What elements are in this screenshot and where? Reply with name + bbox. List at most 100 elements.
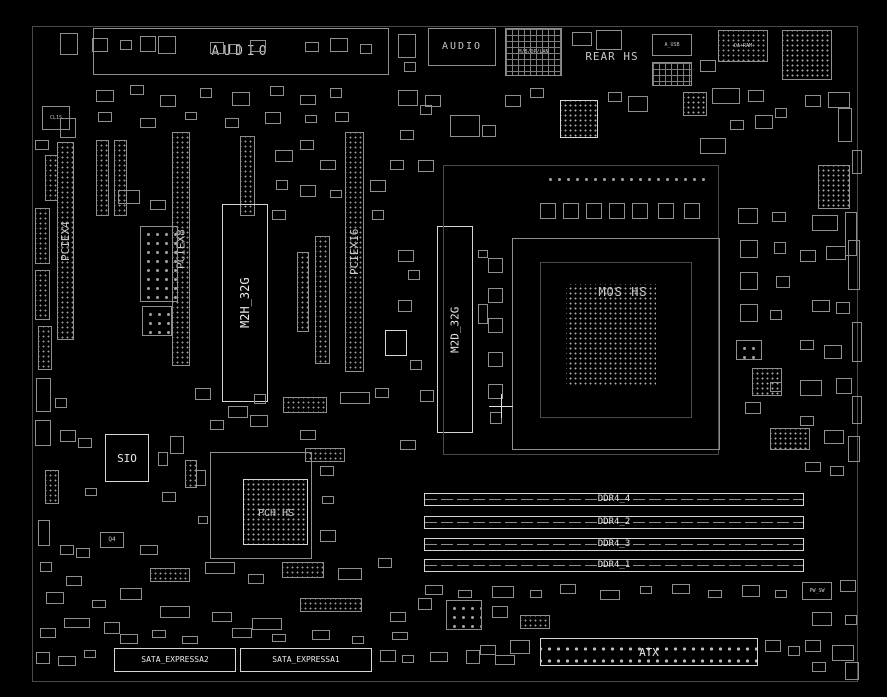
component-box	[340, 392, 370, 404]
pciex16-slot: PCIEX16	[345, 132, 364, 372]
component-box	[152, 630, 166, 638]
component-box	[398, 90, 418, 106]
sata-expressa2-label: SATA_EXPRESSA2	[141, 655, 209, 664]
component-box	[84, 650, 96, 658]
header-col-1	[240, 136, 255, 216]
component-box	[210, 420, 224, 430]
component-box	[162, 492, 176, 502]
component-box	[400, 440, 416, 450]
dimm-slot-ddr4-4-label: DDR4_4	[597, 494, 631, 504]
component-box	[212, 612, 232, 622]
cap-grid-1	[140, 226, 178, 302]
da-ram-connector-label: DA+RAM	[733, 42, 753, 49]
component-box	[845, 662, 859, 680]
top-right-bga	[782, 30, 832, 80]
component-box	[800, 250, 816, 262]
component-box	[182, 636, 198, 644]
component-box	[60, 545, 74, 555]
component-box	[776, 276, 790, 288]
component-box	[92, 600, 106, 608]
component-box	[228, 406, 248, 418]
component-box	[800, 416, 814, 426]
component-box	[775, 590, 787, 598]
component-box	[840, 580, 856, 592]
component-box	[775, 108, 787, 118]
component-box	[845, 615, 857, 625]
component-box	[404, 62, 416, 72]
mosfet	[658, 203, 674, 219]
component-box	[390, 160, 404, 170]
component-box	[398, 250, 414, 262]
component-box	[232, 92, 250, 106]
component-box	[478, 304, 488, 324]
component-box	[600, 590, 620, 600]
rear-hs-label: REAR HS	[560, 48, 664, 64]
component-box	[430, 652, 448, 662]
m2d-slot: M2D_32G	[437, 226, 473, 433]
component-box	[812, 662, 826, 672]
component-box	[410, 360, 422, 370]
component-box	[708, 590, 722, 598]
fan-header-1	[96, 140, 109, 216]
component-box	[36, 652, 50, 664]
rear-hs-label-label: REAR HS	[585, 49, 639, 63]
component-box	[300, 140, 314, 150]
pch-hs-label-label: PCH HS	[257, 508, 295, 519]
left-header-3	[35, 270, 50, 320]
dimm-slot-ddr4-4: DDR4_4	[424, 493, 804, 506]
component-box	[765, 640, 781, 652]
component-box	[530, 590, 542, 598]
component-box	[272, 210, 286, 220]
component-box	[150, 568, 190, 582]
component-box	[64, 618, 90, 628]
da-ram-connector: DA+RAM	[718, 30, 768, 62]
component-box	[482, 125, 496, 137]
dimm-slot-ddr4-3-label: DDR4_3	[597, 539, 631, 549]
component-box	[824, 430, 844, 444]
component-box	[330, 190, 342, 198]
left-header-4	[38, 326, 52, 370]
component-box	[848, 240, 860, 290]
component-box	[520, 615, 550, 629]
component-box	[150, 200, 166, 210]
component-box	[812, 215, 838, 231]
component-box	[400, 130, 414, 140]
component-box	[712, 88, 740, 104]
component-box	[370, 180, 386, 192]
mosfet	[488, 352, 503, 367]
component-box	[46, 592, 64, 604]
component-box	[225, 118, 239, 128]
component-box	[185, 112, 197, 120]
component-box	[85, 488, 97, 496]
component-box	[254, 394, 266, 404]
component-box	[742, 585, 760, 597]
cap-grid-2	[142, 306, 172, 336]
component-box	[300, 185, 316, 197]
sata-expressa1: SATA_EXPRESSA1	[240, 648, 372, 672]
component-box	[320, 466, 334, 476]
component-box	[250, 415, 268, 427]
component-box	[852, 150, 862, 174]
component-box	[628, 96, 648, 112]
sata-expressa2: SATA_EXPRESSA2	[114, 648, 236, 672]
dimm-slot-ddr4-2: DDR4_2	[424, 516, 804, 529]
component-box	[852, 322, 862, 362]
component-box	[683, 92, 707, 116]
component-box	[248, 574, 264, 584]
component-box	[420, 105, 432, 115]
component-box	[700, 60, 716, 72]
component-box	[375, 388, 389, 398]
component-box	[845, 212, 857, 256]
component-box	[60, 430, 76, 442]
component-box	[380, 650, 396, 662]
component-box	[730, 120, 744, 130]
atx-connector: ATX	[540, 638, 758, 666]
component-box	[530, 88, 544, 98]
component-box	[852, 396, 862, 424]
mos-hs-region	[443, 165, 719, 455]
component-box	[805, 462, 821, 472]
component-box	[836, 302, 850, 314]
component-box	[205, 562, 235, 574]
component-box	[672, 584, 690, 594]
sata-expressa1-label: SATA_EXPRESSA1	[272, 655, 340, 664]
